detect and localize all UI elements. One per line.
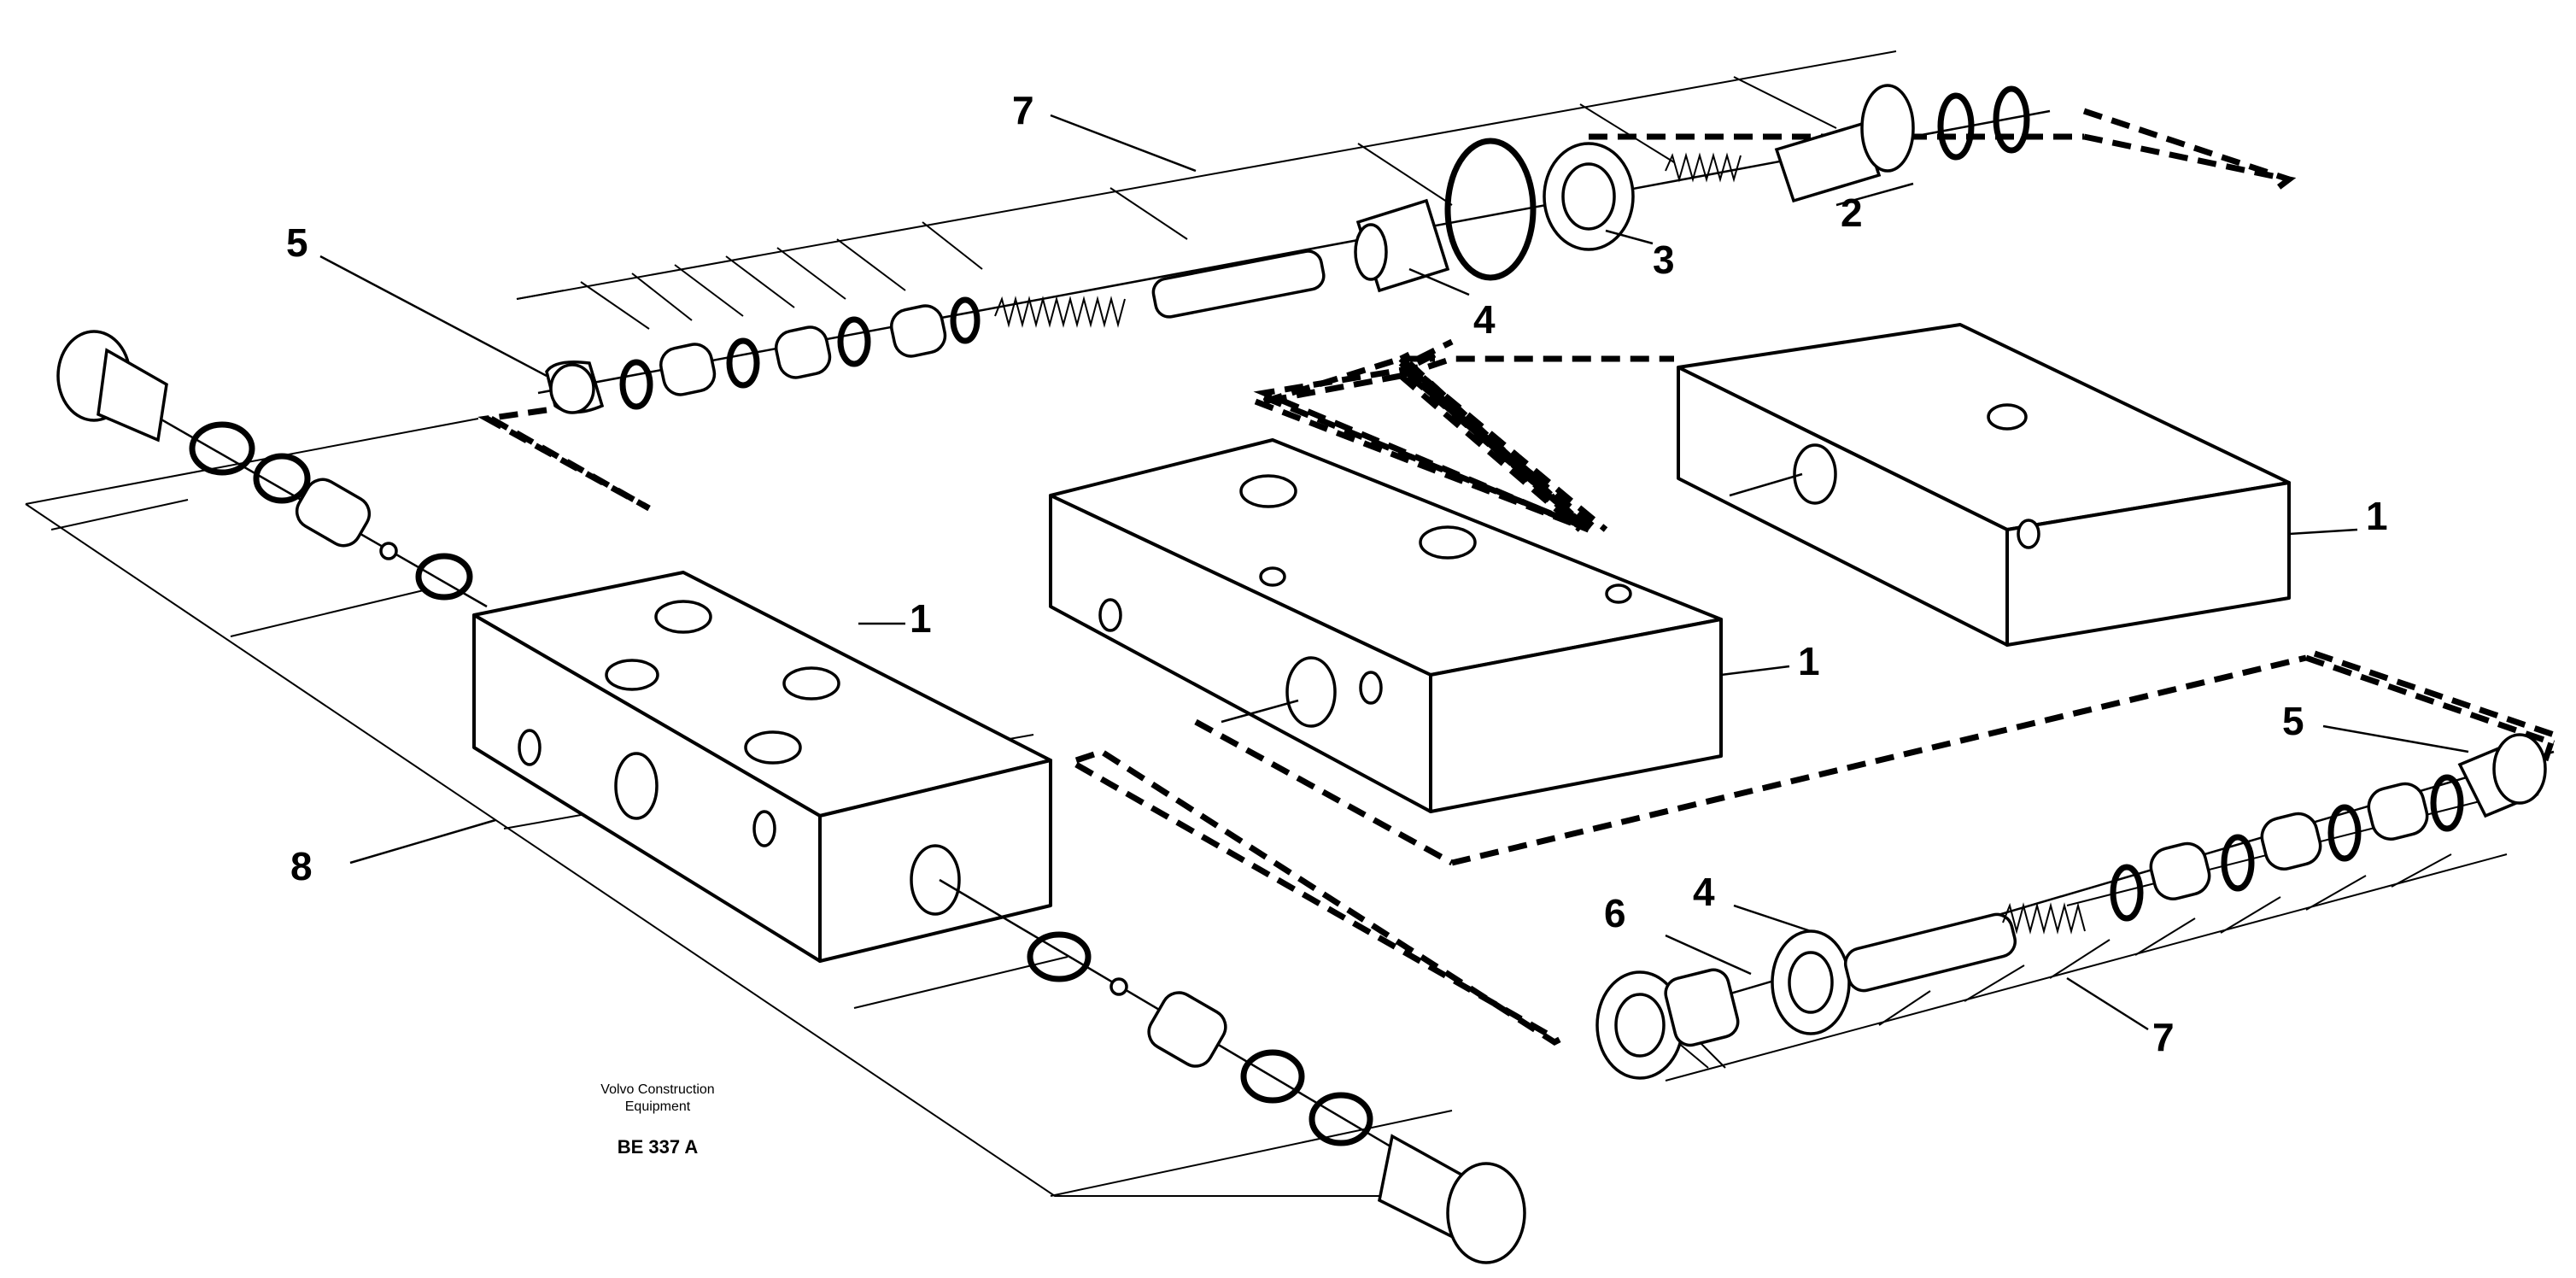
callout-6: 6 (1604, 891, 1626, 935)
callout-5-right: 5 (2282, 699, 2304, 743)
dashed-outline-top-valve (489, 108, 2291, 512)
port-hole (1098, 598, 1122, 632)
callout-5-top: 5 (286, 220, 308, 265)
callout-1-left: 1 (910, 596, 932, 641)
port-hole (1259, 566, 1286, 587)
valve-block-middle (1049, 438, 1723, 813)
callout-1-right: 1 (2366, 494, 2388, 538)
left-plug-assembly-lower (939, 878, 1526, 1264)
port-hole (1285, 656, 1337, 728)
callout-4-bottom: 4 (1693, 870, 1715, 914)
port-hole (1987, 403, 2028, 431)
port-hole (654, 600, 712, 634)
callout-2: 2 (1841, 191, 1863, 235)
dashed-outline-mid-block (1194, 394, 1582, 866)
callout-4-top: 4 (1473, 297, 1496, 342)
valve-block-left (472, 571, 1052, 963)
port-hole (1359, 671, 1383, 705)
leader-lines (319, 114, 2469, 1031)
caption-block: Volvo Construction Equipment BE 337 A (600, 1082, 714, 1158)
port-hole (614, 752, 659, 820)
caption-company: Volvo Construction (600, 1082, 714, 1097)
caption-drawing-code: BE 337 A (618, 1136, 699, 1158)
top-valve-assembly (537, 84, 2051, 414)
callout-1-mid: 1 (1798, 639, 1820, 683)
base-outline-bottom-right (1656, 794, 2508, 1082)
base-outline-top (516, 50, 1897, 330)
port-hole (1605, 583, 1632, 604)
callout-7-top: 7 (1012, 88, 1034, 132)
valve-block-right (1677, 323, 2291, 647)
dashed-outline-right-block (1399, 355, 1674, 379)
dashed-outline-bottom-valve (1074, 654, 2556, 1041)
port-hole (605, 659, 659, 691)
callout-7-bottom: 7 (2152, 1015, 2175, 1059)
callout-3: 3 (1653, 237, 1675, 282)
port-hole (752, 810, 776, 847)
port-hole (1419, 525, 1477, 560)
bottom-valve-assembly (1595, 733, 2555, 1080)
port-hole (1793, 443, 1837, 505)
port-hole (744, 730, 802, 765)
port-hole (518, 729, 542, 766)
caption-company-sub: Equipment (625, 1099, 691, 1114)
left-plug-assembly-upper (56, 330, 488, 608)
callouts: 7 5 2 3 4 1 1 1 8 5 6 4 7 (286, 88, 2388, 1059)
port-hole (2017, 519, 2040, 549)
port-hole (1239, 474, 1297, 508)
port-hole (910, 844, 961, 916)
callout-8: 8 (290, 844, 313, 888)
port-hole (782, 666, 840, 701)
